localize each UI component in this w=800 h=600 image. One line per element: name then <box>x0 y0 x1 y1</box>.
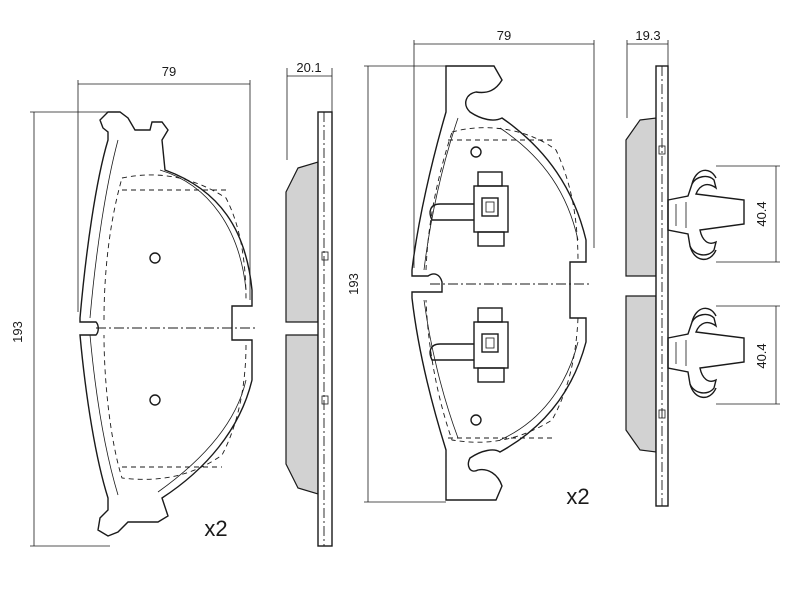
right-pad-height-dimension: 193 <box>346 65 446 503</box>
left-pad-side-friction-lower <box>285 334 319 495</box>
left-pad-side-view <box>285 111 333 547</box>
left-pad-friction-outline <box>103 174 247 480</box>
left-pad-height-dimension: 193 <box>10 111 110 547</box>
left-pad-width-label: 79 <box>162 64 176 79</box>
right-pad-side-friction-lower <box>625 295 657 453</box>
clip-lower-dimension: 40.4 <box>716 305 780 405</box>
left-pad-inner-edge <box>89 139 247 496</box>
right-pad-backing-plate <box>411 65 587 501</box>
right-pad-pin-upper <box>470 146 482 158</box>
right-pad-pin-lower <box>470 414 482 426</box>
right-pad-spring-clip-lower <box>667 307 745 398</box>
right-pad-thickness-label: 19.3 <box>635 28 660 43</box>
left-pad-front-view <box>79 111 256 537</box>
right-pad-spring-clip-upper <box>667 169 745 260</box>
left-pad-thickness-dimension: 20.1 <box>286 60 333 160</box>
right-pad-side-friction-upper <box>625 117 657 277</box>
right-pad-inner-edge <box>423 117 579 441</box>
right-pad-thickness-dimension: 19.3 <box>626 28 669 118</box>
left-pad-pin-upper <box>149 252 161 264</box>
right-pad-side-view <box>625 65 669 507</box>
right-pad-front-view <box>411 65 590 501</box>
left-pad-width-dimension: 79 <box>77 64 251 312</box>
right-pad-quantity: x2 <box>566 484 589 509</box>
right-pad-width-dimension: 79 <box>413 28 595 268</box>
right-pad-sensor-lower <box>429 307 509 383</box>
left-pad-height-label: 193 <box>10 321 25 343</box>
clip-upper-label: 40.4 <box>754 201 769 226</box>
left-pad-quantity: x2 <box>204 516 227 541</box>
left-pad-thickness-label: 20.1 <box>296 60 321 75</box>
left-pad-pin-lower <box>149 394 161 406</box>
left-pad-side-friction-upper <box>285 161 319 323</box>
right-pad-friction-outline <box>425 127 579 443</box>
left-pad-side-backing <box>317 111 333 547</box>
left-pad-backing-plate <box>79 111 253 537</box>
clip-lower-label: 40.4 <box>754 343 769 368</box>
right-pad-height-label: 193 <box>346 273 361 295</box>
clip-upper-dimension: 40.4 <box>716 165 780 263</box>
right-pad-width-label: 79 <box>497 28 511 43</box>
right-pad-sensor-upper <box>429 171 509 247</box>
